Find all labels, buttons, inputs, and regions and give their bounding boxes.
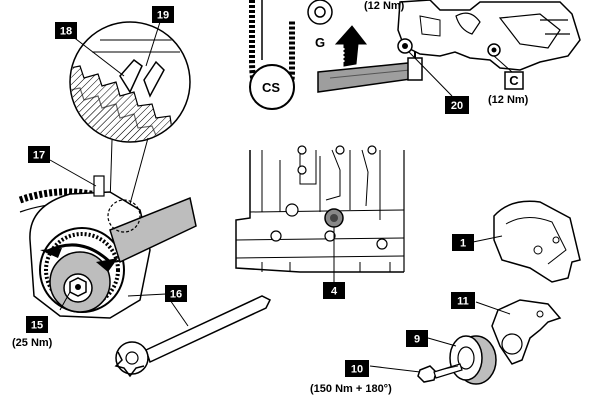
torque-label-c: (12 Nm)	[488, 94, 529, 106]
callout-17: 17	[28, 146, 50, 163]
pump-housing	[397, 0, 581, 97]
pin-spanner-tool	[114, 293, 272, 378]
crankshaft-pulley	[249, 64, 295, 110]
timing-cover	[472, 200, 581, 283]
svg-text:11: 11	[457, 296, 469, 308]
callout-15: 15	[26, 316, 48, 333]
belt-pulleys-top	[249, 0, 333, 110]
svg-text:18: 18	[60, 26, 72, 38]
crank-pulley-assembly	[18, 159, 197, 319]
callout-4: 4	[323, 282, 345, 299]
lower-cover	[475, 299, 562, 365]
callout-9: 9	[406, 330, 428, 347]
locking-tool	[109, 196, 197, 264]
svg-text:17: 17	[33, 150, 45, 162]
callout-1: 1	[452, 234, 474, 251]
callout-16: 16	[165, 285, 187, 302]
callout-c: C	[504, 71, 524, 90]
engine-block	[235, 145, 405, 282]
svg-text:C: C	[509, 73, 519, 88]
callout-10: 10	[345, 360, 369, 377]
svg-text:16: 16	[170, 289, 182, 301]
torque-label-top: (12 Nm)	[364, 0, 405, 12]
callout-20: 20	[445, 96, 469, 114]
callout-18: 18	[55, 22, 77, 39]
svg-text:20: 20	[451, 100, 463, 112]
torque-label-15: (25 Nm)	[12, 337, 53, 349]
svg-text:10: 10	[351, 364, 363, 376]
callout-11: 11	[451, 292, 475, 309]
torque-label-10: (150 Nm + 180°)	[310, 383, 392, 395]
svg-text:1: 1	[460, 238, 466, 250]
crank-bolt	[369, 363, 463, 383]
svg-text:9: 9	[414, 334, 420, 346]
label-g: G	[315, 35, 325, 50]
callout-19: 19	[152, 6, 174, 23]
svg-text:15: 15	[31, 320, 43, 332]
svg-text:19: 19	[157, 10, 169, 22]
label-cs: CS	[262, 80, 280, 95]
svg-text:4: 4	[331, 286, 338, 298]
